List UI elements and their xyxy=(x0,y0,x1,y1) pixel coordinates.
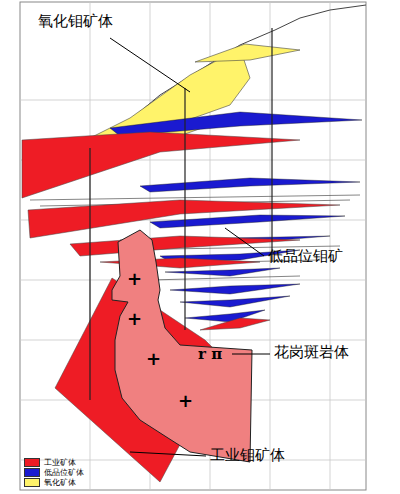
legend-row: 氧化矿体 xyxy=(24,478,76,487)
legend-row: 低品位矿体 xyxy=(24,468,84,477)
rock-symbol: + xyxy=(127,268,142,290)
legend-text: 工业矿体 xyxy=(44,459,76,467)
rock-symbol: + xyxy=(178,390,193,412)
legend-swatch xyxy=(24,478,40,487)
legend-text: 氧化矿体 xyxy=(44,479,76,487)
drill-hole xyxy=(90,28,272,400)
industrial-label: 工业钼矿体 xyxy=(210,446,285,464)
section-frame xyxy=(20,2,366,490)
legend-row: 工业矿体 xyxy=(24,458,76,467)
industrial-lens xyxy=(22,132,340,482)
legend-swatch xyxy=(24,458,40,467)
legend-swatch xyxy=(24,468,40,477)
rock-symbol: + xyxy=(146,348,161,370)
granite-porphyry xyxy=(112,230,252,462)
rock-code: r π xyxy=(198,345,222,363)
grid xyxy=(20,2,366,490)
leader-line xyxy=(110,38,270,456)
legend-text: 低品位矿体 xyxy=(44,469,84,477)
low-grade-label: 低品位钼矿 xyxy=(268,247,343,265)
oxidized-label: 氧化钼矿体 xyxy=(38,12,113,30)
granite-label: 花岗斑岩体 xyxy=(274,343,349,361)
rock-symbol: + xyxy=(127,308,142,330)
